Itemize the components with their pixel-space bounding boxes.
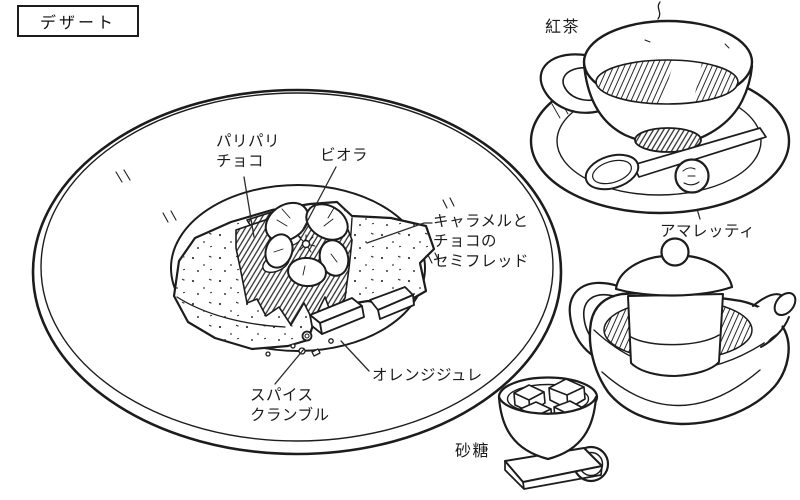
sugar-bowl-front [497, 395, 598, 461]
cup-foot [634, 127, 702, 153]
teapot-lid [614, 254, 734, 297]
viola-flower-icon [264, 201, 350, 288]
leader-crispy-choco [243, 176, 255, 238]
label-viola: ビオラ [320, 146, 369, 164]
leader-lines [243, 166, 701, 385]
teapot-illustration [568, 237, 797, 426]
label-amaretti: アマレッティ [660, 222, 756, 240]
label-spice-crumble: スパイス クランブル [250, 386, 330, 424]
label-orange-jelly: オレンジジュレ [372, 366, 483, 384]
sugar-bowl-illustration [497, 376, 610, 490]
orange-jelly-icon [301, 286, 415, 342]
label-tea: 紅茶 [545, 17, 581, 36]
leader-viola [300, 166, 337, 234]
label-semifreddo: キャラメルと チョコの セミフレッド [433, 212, 530, 270]
semifreddo-illustration [172, 200, 436, 357]
teapot-spout [752, 291, 797, 348]
leader-orange-jelly [340, 340, 370, 372]
label-crispy-choco: パリパリ チョコ [216, 132, 281, 170]
leader-semifreddo [366, 222, 433, 244]
tea-surface [596, 60, 738, 104]
spoon-icon [584, 127, 767, 191]
steam-icon [657, 1, 661, 20]
title-box: デザート [17, 5, 139, 37]
teacup-illustration [529, 1, 791, 215]
teapot-knob [660, 237, 690, 267]
page-title: デザート [39, 13, 116, 32]
leader-spice-crumble [274, 348, 305, 385]
amaretti-icon [674, 158, 710, 194]
teapot-infuser [627, 293, 724, 377]
label-sugar: 砂糖 [455, 441, 491, 460]
